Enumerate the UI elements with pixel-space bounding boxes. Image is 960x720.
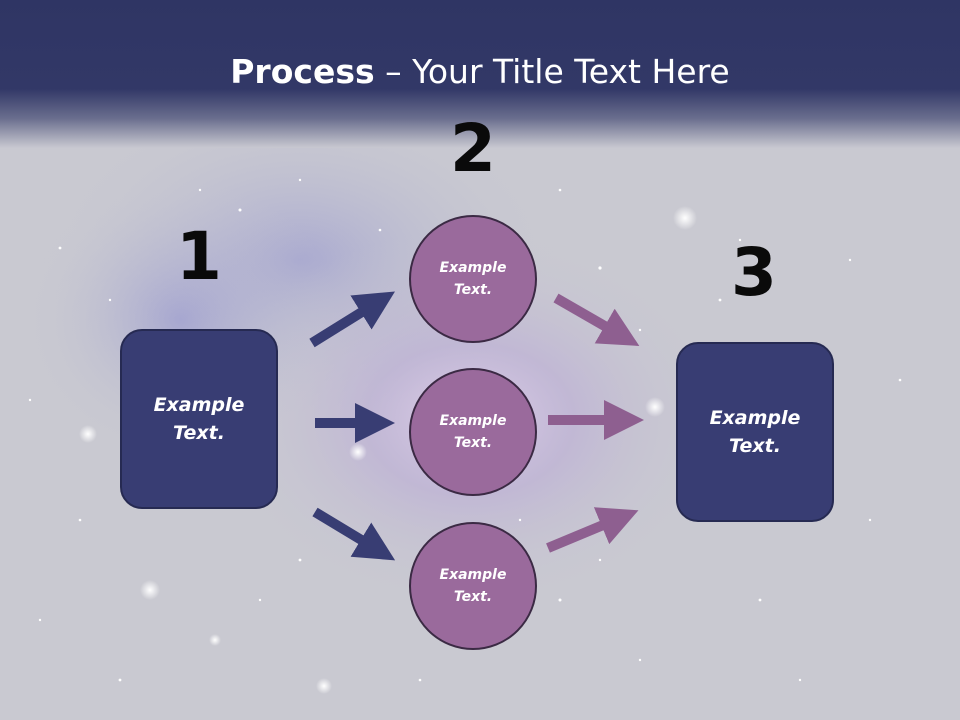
arrow-right-up <box>546 507 639 553</box>
right-box: Example Text. <box>676 342 834 522</box>
step-number-2: 2 <box>450 110 496 187</box>
step-number-1: 1 <box>176 218 222 295</box>
circle-middle: Example Text. <box>409 368 537 496</box>
arrow-right-down <box>553 293 640 346</box>
right-box-text: Example Text. <box>709 406 801 458</box>
title-bold: Process <box>230 52 375 91</box>
page-title: Process – Your Title Text Here <box>0 52 960 91</box>
circle-top: Example Text. <box>409 215 537 343</box>
circle-top-text: Example Text. <box>439 259 507 298</box>
left-box: Example Text. <box>120 329 278 509</box>
arrow-left-up <box>309 291 395 348</box>
title-rest: – Your Title Text Here <box>374 52 730 91</box>
step-number-3: 3 <box>731 234 777 311</box>
title-bar <box>0 0 960 148</box>
circle-middle-text: Example Text. <box>439 412 507 451</box>
left-box-text: Example Text. <box>153 393 245 445</box>
circle-bottom-text: Example Text. <box>439 566 507 605</box>
arrow-left-down <box>312 507 396 561</box>
circle-bottom: Example Text. <box>409 522 537 650</box>
